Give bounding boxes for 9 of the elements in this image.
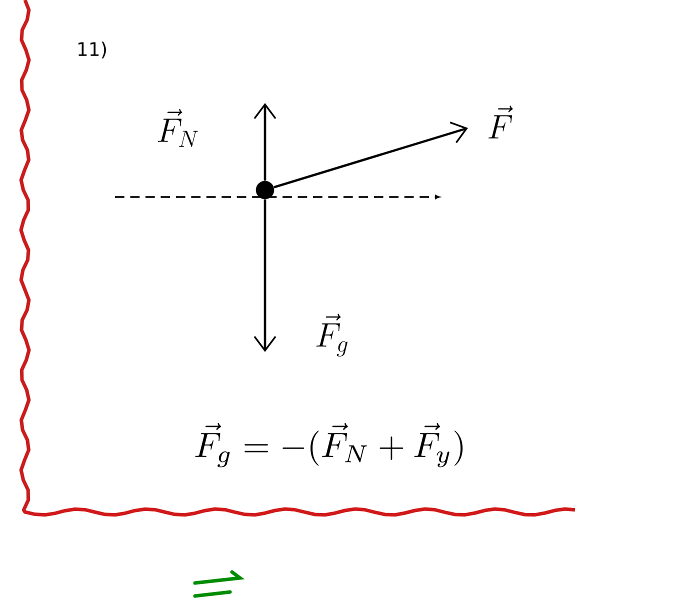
force-arrow bbox=[254, 103, 276, 181]
force-arrow bbox=[274, 122, 468, 188]
force-label: $\vec{F}$ bbox=[488, 106, 513, 138]
particle-dot bbox=[256, 180, 274, 200]
item-number: 11) bbox=[78, 42, 106, 58]
force-label: $\vec{F}_g$ bbox=[316, 314, 348, 356]
force-arrow bbox=[254, 199, 276, 352]
equation: $\vec{F}_g = -(\vec{F}_N + \vec{F}_y)$ bbox=[195, 423, 463, 468]
force-label: $\vec{F}_N$ bbox=[158, 109, 198, 147]
